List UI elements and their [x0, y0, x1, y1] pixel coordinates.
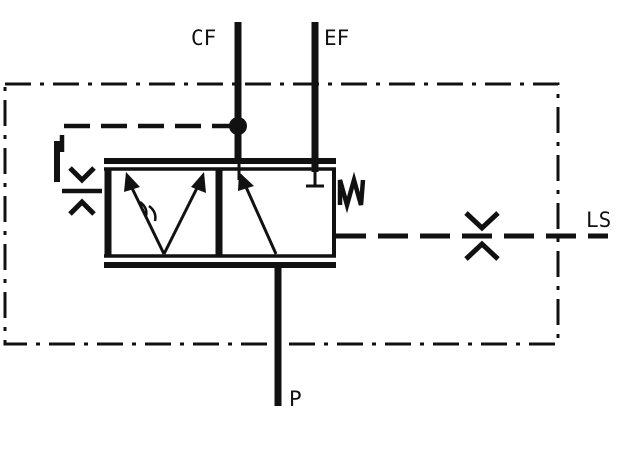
port-label-ef: EF — [324, 26, 349, 50]
left-envelope-arrows — [124, 172, 206, 255]
left-pilot-control — [54, 141, 102, 216]
blocked-port-symbol — [306, 170, 324, 188]
port-label-cf: CF — [191, 26, 216, 50]
port-label-ls: LS — [586, 208, 611, 232]
cf-pilot-line — [59, 123, 238, 152]
spring-icon — [337, 171, 366, 214]
enclosure-boundary — [3, 82, 560, 346]
cf-junction-dot — [229, 117, 247, 135]
ls-orifice-icon — [464, 211, 500, 261]
valve-body — [104, 158, 336, 268]
right-envelope-arrow — [237, 161, 278, 255]
port-label-p: P — [289, 387, 302, 411]
